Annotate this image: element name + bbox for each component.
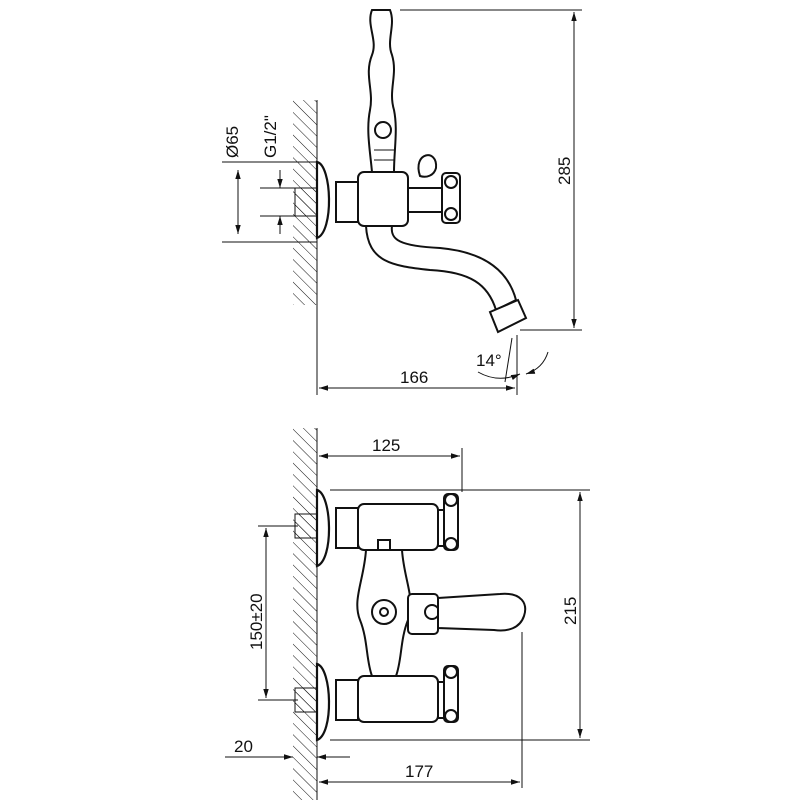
dim-spacing: 150±20	[247, 593, 266, 650]
dim-height: 285	[555, 157, 574, 185]
dim-flange-diameter: Ø65	[223, 126, 242, 158]
side-shower-hook	[367, 9, 397, 173]
dim-spout-projection: 177	[405, 762, 433, 781]
dim-thread: G1/2"	[261, 115, 280, 158]
front-view: 125 150±20 215 20 177	[225, 428, 590, 800]
dim-wall-offset: 20	[234, 737, 253, 756]
dim-angle: 14°	[476, 351, 502, 370]
dim-top-projection: 125	[372, 436, 400, 455]
side-thread	[294, 187, 318, 217]
side-view: Ø65 G1/2" 285 166 14°	[222, 9, 582, 395]
dim-projection: 166	[400, 368, 428, 387]
front-wall-hatch	[293, 428, 317, 800]
side-spout	[364, 225, 518, 312]
side-flange	[315, 160, 331, 240]
dim-height-front: 215	[561, 597, 580, 625]
